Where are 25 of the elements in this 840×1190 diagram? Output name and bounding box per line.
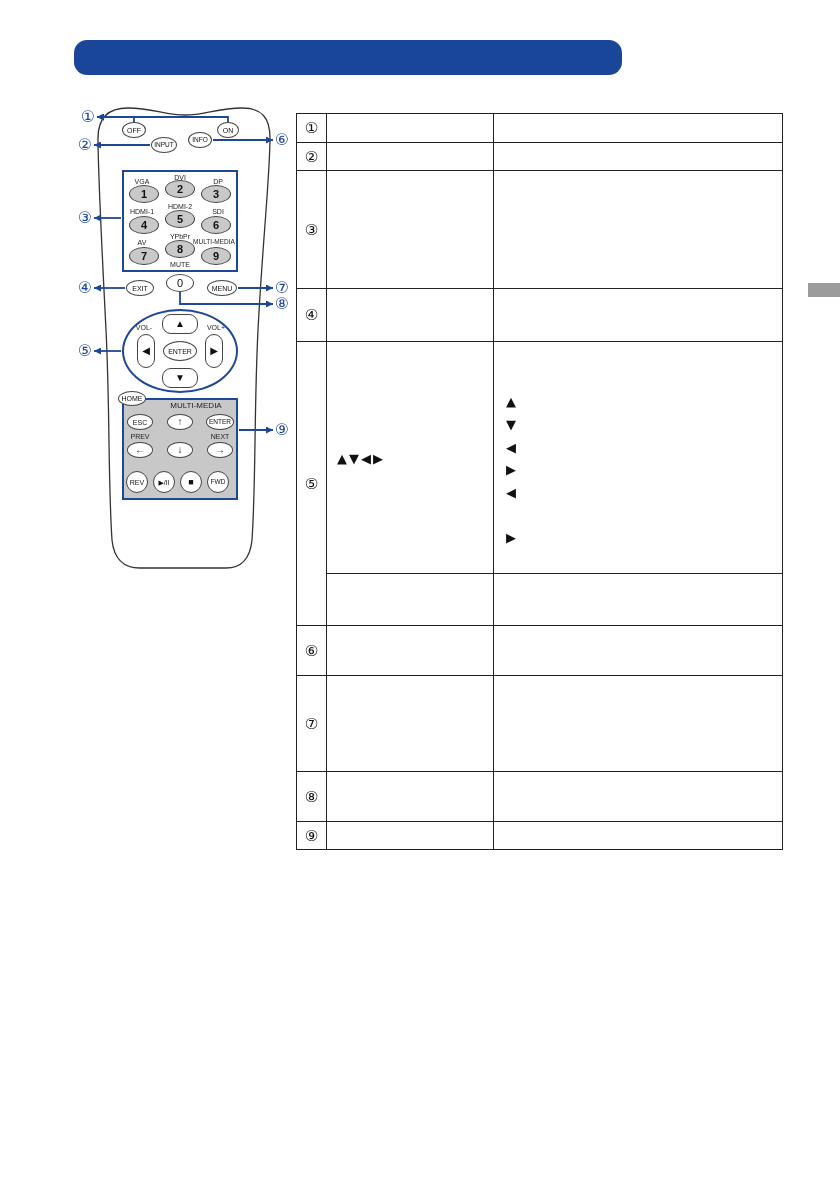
triangle-symbol: ▼ [506, 417, 516, 431]
circled-number: ② [304, 149, 319, 165]
callout-number: ② [77, 137, 93, 153]
callout-number: ⑥ [274, 132, 290, 148]
circled-number: ⑥ [304, 643, 319, 659]
circled-number: ④ [304, 308, 319, 323]
circled-number: ⑦ [304, 716, 319, 732]
callout-number: ⑧ [274, 296, 290, 312]
circled-number: ⑤ [304, 476, 319, 492]
triangle-symbol: ▲ [506, 394, 516, 408]
triangle-symbol: ◀ [506, 485, 516, 499]
callout-number: ⑦ [274, 280, 290, 296]
triangle-symbol: ▶ [506, 462, 516, 476]
callout-number: ④ [77, 280, 93, 296]
circled-number: ⑧ [304, 789, 319, 805]
triangle-symbol: ◀ [506, 440, 516, 454]
callout-number: ① [80, 109, 96, 125]
callout-number: ③ [77, 210, 93, 226]
circled-number: ③ [304, 222, 319, 238]
triangle-symbol: ▶ [506, 530, 516, 544]
callout-number: ⑨ [274, 422, 290, 438]
circled-number: ① [304, 121, 319, 136]
triangle-symbol: ▲▼◀▶ [337, 451, 385, 465]
callout-number: ⑤ [77, 343, 93, 359]
circled-number: ⑨ [304, 828, 319, 844]
